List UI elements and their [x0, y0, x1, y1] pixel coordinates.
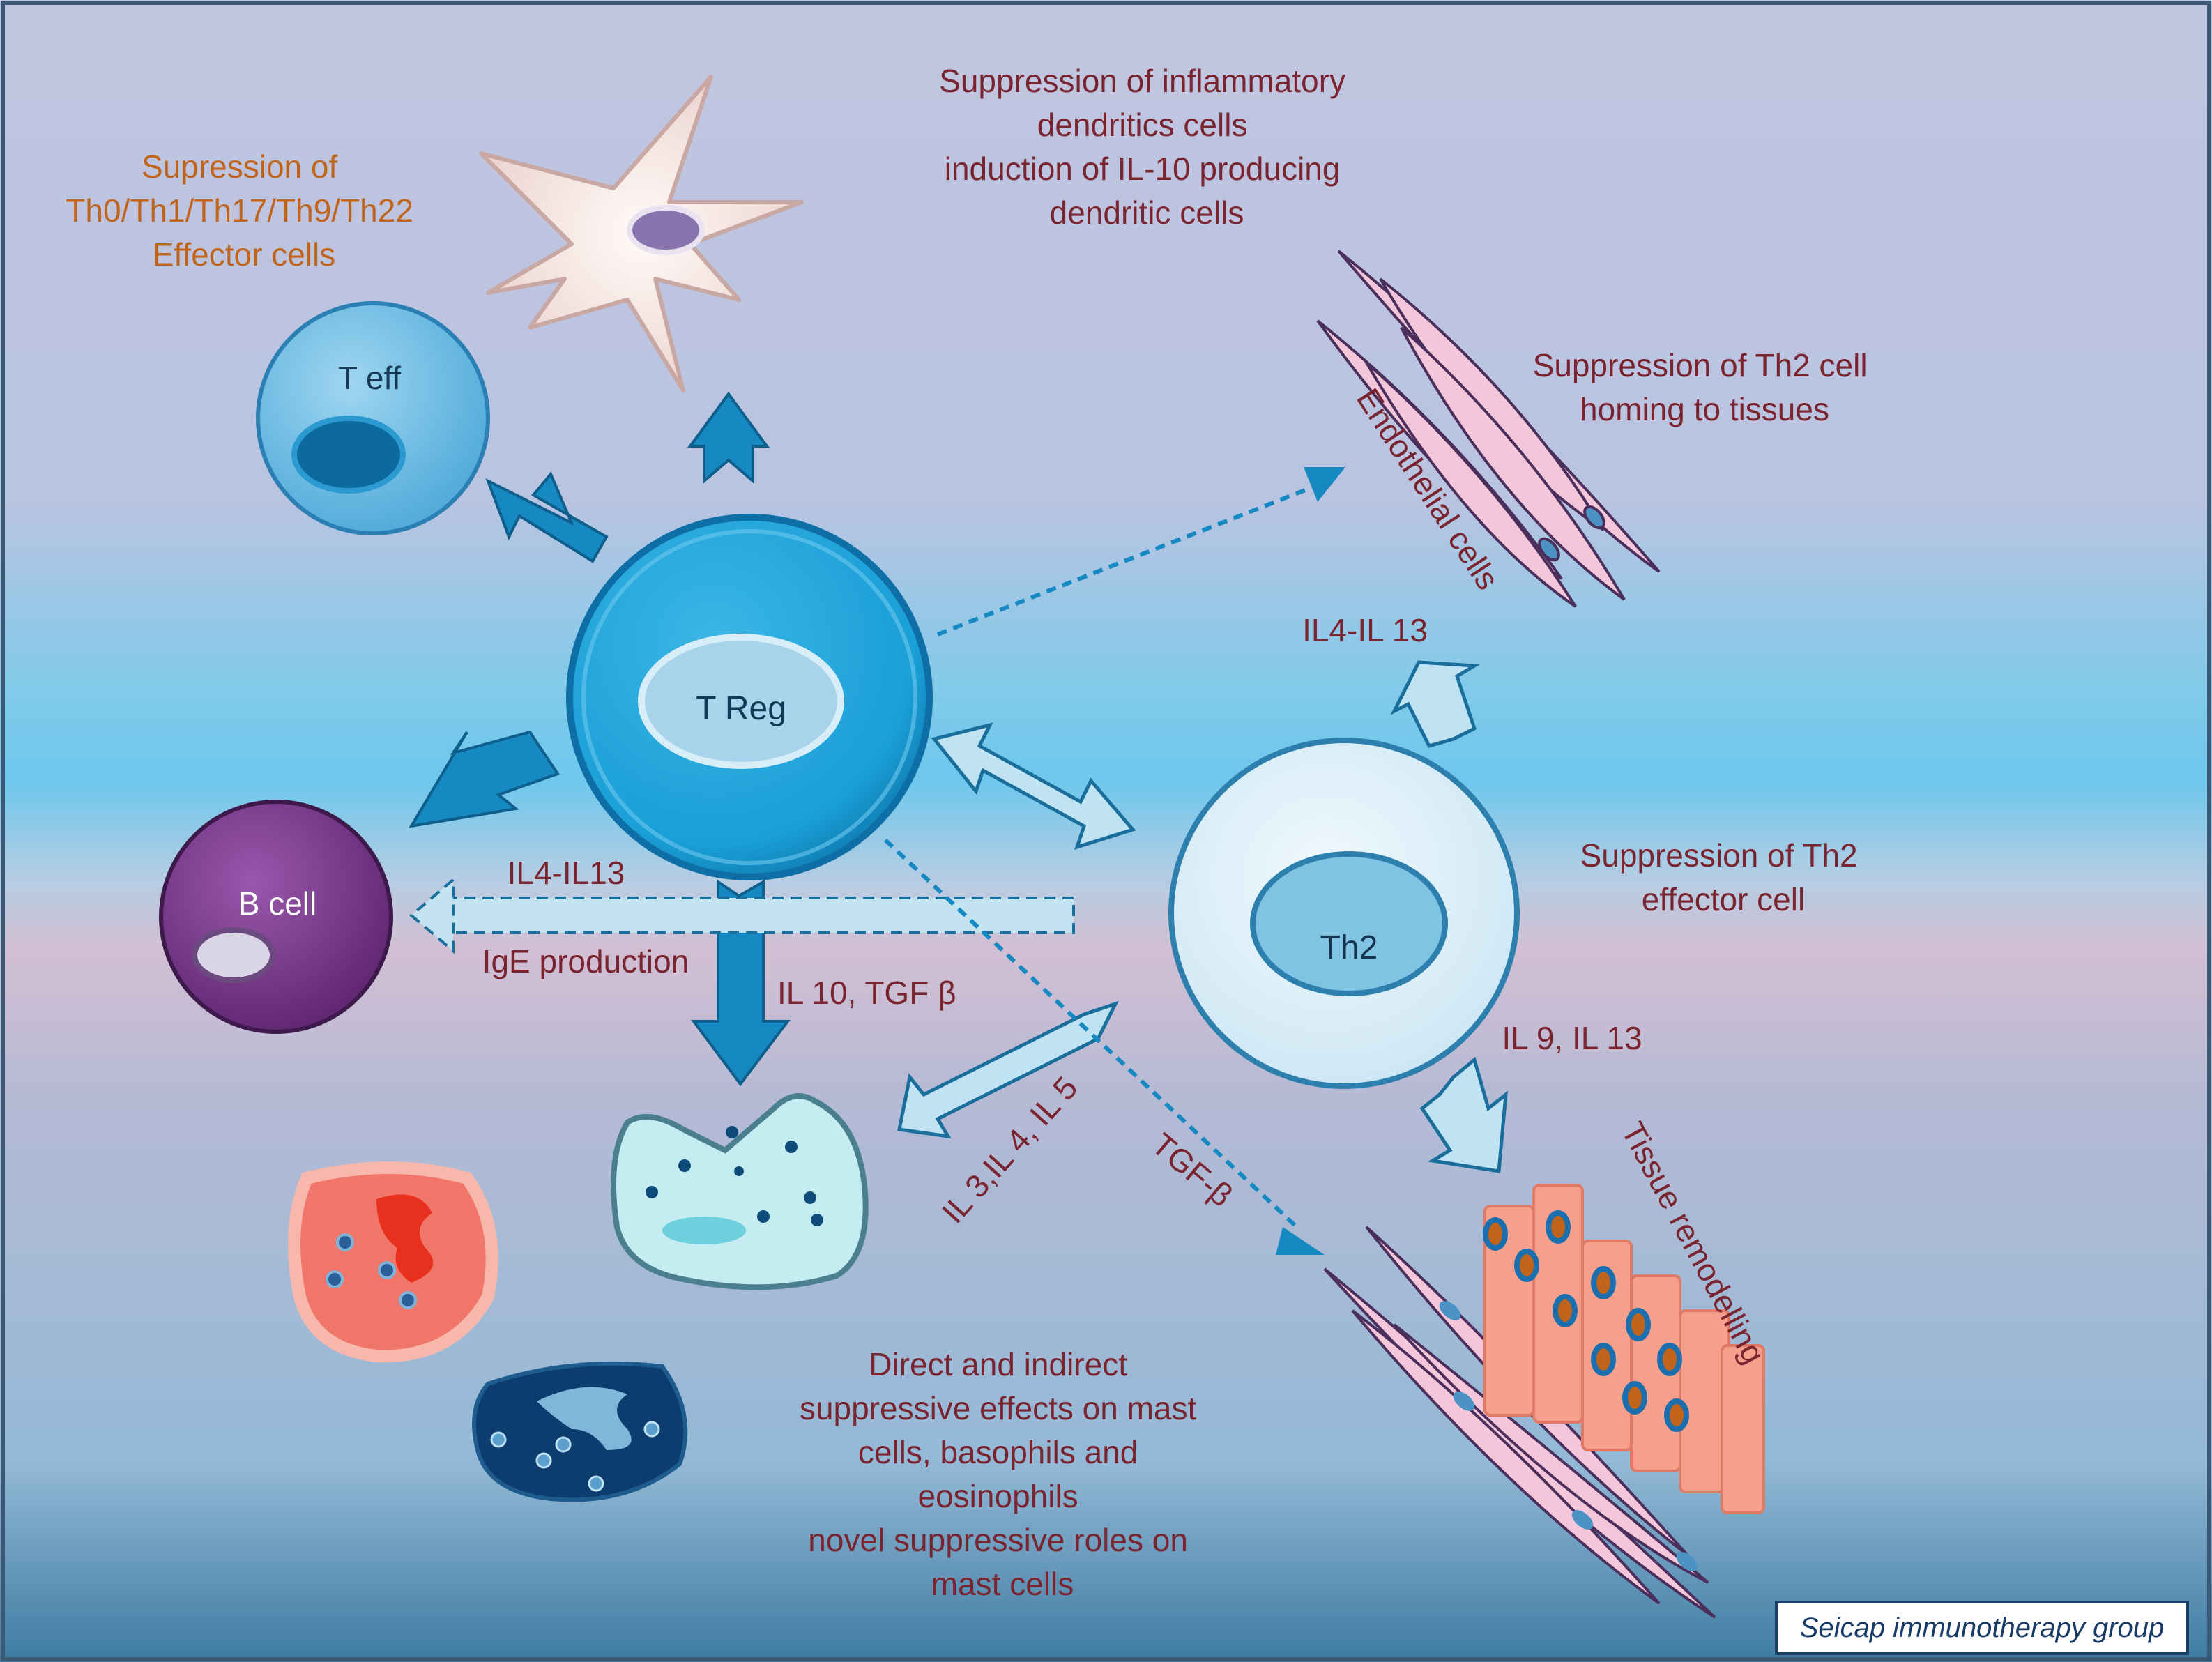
dendritic-nucleus: [627, 205, 705, 255]
b-cell: B cell: [159, 800, 393, 1034]
mast-cell-granule-zone: [662, 1217, 746, 1244]
label-suppression-effectors: Supression of Th0/Th1/Th17/Th9/Th22 Effe…: [66, 148, 422, 273]
b-cell-label: B cell: [238, 885, 316, 922]
credit-text: Seicap immunotherapy group: [1800, 1613, 2165, 1643]
mast-cell-granules: [646, 1126, 823, 1226]
tissue-remodelling-cluster: [1323, 1184, 1765, 1619]
label-il10-tgf: IL 10, TGF β: [777, 975, 956, 1011]
th2-label: Th2: [1320, 929, 1378, 966]
basophil-granules: [490, 1421, 660, 1492]
th2-cell: Th2: [1168, 738, 1520, 1089]
th2-nucleus: [1250, 851, 1448, 996]
label-direct-indirect: Direct and indirect suppressive effects …: [800, 1346, 1205, 1602]
arrow-th2-to-endothelial: [1390, 660, 1481, 748]
arrow-treg-th2-double: [931, 722, 1136, 850]
label-ige-production: IgE production: [482, 943, 689, 979]
arrowhead-tissue: [1276, 1227, 1325, 1255]
label-suppression-th2: Suppression of Th2 effector cell: [1580, 837, 1867, 917]
basophil: [472, 1361, 688, 1502]
treg-nucleus: [638, 634, 844, 769]
b-cell-nucleus: [192, 927, 275, 983]
epithelial-nuclei: [1483, 1210, 1689, 1432]
dendritic-cell: [479, 75, 804, 392]
teff-cell: T eff: [256, 301, 490, 535]
arrow-th2-to-mast: [897, 1000, 1119, 1139]
eosinophil: [288, 1161, 498, 1363]
label-suppression-dendritic: Suppression of inflammatory dendritics c…: [939, 63, 1355, 231]
arrow-th2-to-tissue: [1419, 1056, 1509, 1173]
arrow-treg-to-teff: [485, 471, 609, 563]
arrow-treg-to-mast: [691, 879, 791, 1087]
eosinophil-granules: [326, 1233, 417, 1309]
label-il4-il13-bcell: IL4-IL13: [508, 855, 625, 891]
basophil-nucleus: [537, 1387, 632, 1450]
label-il4-il13-top: IL4-IL 13: [1302, 612, 1428, 648]
arrow-treg-to-tissue-dotted: [883, 838, 1299, 1229]
eosinophil-nucleus: [376, 1194, 434, 1283]
label-il9-il13: IL 9, IL 13: [1502, 1020, 1642, 1056]
arrow-treg-to-bcell: [409, 730, 560, 828]
label-suppression-homing: Suppression of Th2 cell homing to tissue…: [1533, 347, 1877, 427]
fibroblast-nuclei: [1439, 1301, 1698, 1571]
arrow-treg-to-dendritic: [687, 391, 770, 485]
endothelial-cells: [1316, 250, 1661, 608]
teff-nucleus: [291, 416, 406, 494]
treg-cell: T Reg: [566, 514, 933, 880]
teff-label: T eff: [338, 360, 402, 396]
treg-label: T Reg: [696, 690, 786, 727]
arrowhead-endothelial: [1304, 467, 1345, 502]
arrow-th2-to-bcell-dashed: [409, 876, 1075, 954]
mast-cell: [611, 1093, 869, 1290]
credit-box: Seicap immunotherapy group: [1775, 1601, 2189, 1655]
